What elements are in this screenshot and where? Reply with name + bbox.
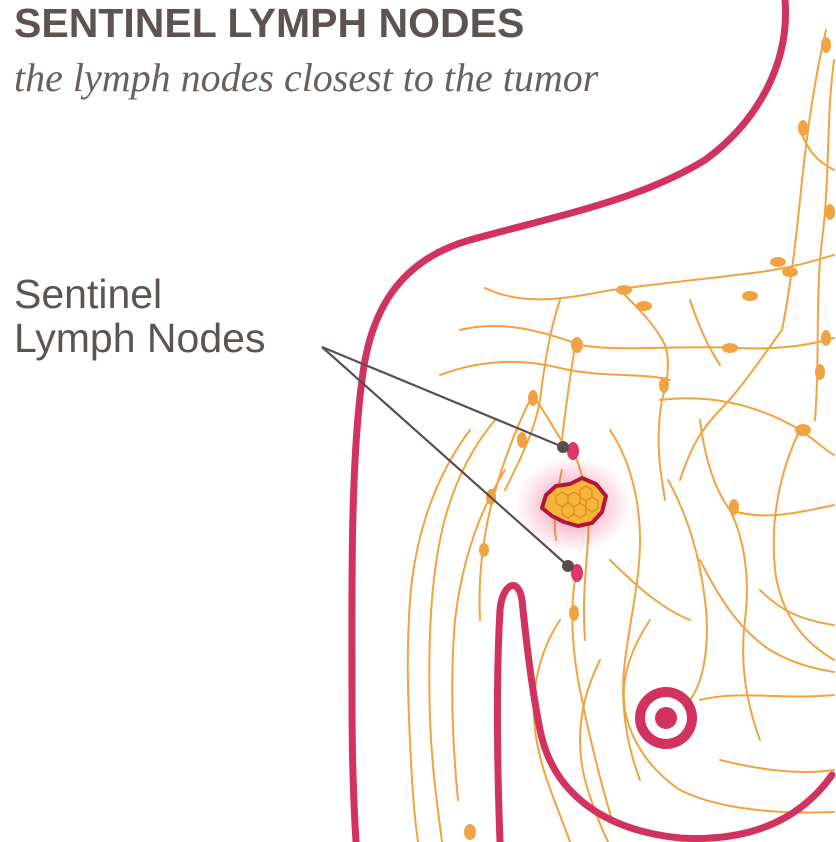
lymph-node: [569, 605, 579, 621]
pointer-line-upper: [321, 345, 564, 449]
lymph-node: [782, 267, 798, 277]
lymph-node: [821, 37, 831, 53]
lymph-node: [729, 499, 739, 515]
tumor-mass: [540, 476, 608, 528]
lymph-node: [825, 204, 835, 220]
tumor: [515, 457, 631, 553]
lymph-node: [571, 337, 583, 353]
lymph-node: [464, 824, 476, 840]
lymph-node: [616, 285, 632, 295]
page-subtitle: the lymph nodes closest to the tumor: [14, 55, 599, 100]
lymph-node: [528, 390, 538, 406]
pointer-line-lower: [321, 346, 569, 567]
sentinel-callout-label: Sentinel Lymph Nodes: [14, 272, 265, 360]
pointer-dot-upper: [557, 441, 569, 453]
lymph-node: [795, 424, 811, 436]
nipple-icon: [635, 687, 697, 749]
lymph-node: [479, 543, 489, 557]
lymph-nodes: [464, 37, 835, 840]
callout-line-2: Lymph Nodes: [14, 315, 266, 361]
callout-pointers: [321, 345, 574, 572]
shoulder-arm-outline: [348, 0, 790, 842]
body-outline: [348, 0, 836, 842]
sentinel-node-lower: [571, 564, 583, 582]
pointer-dot-lower: [562, 560, 574, 572]
lymph-node: [770, 257, 786, 267]
page-title: SENTINEL LYMPH NODES: [14, 0, 525, 46]
lymph-node: [742, 291, 758, 301]
lymph-node: [722, 343, 738, 353]
lymph-node: [821, 330, 831, 346]
breast-outline: [493, 582, 836, 842]
lymph-node: [798, 120, 808, 136]
callout-line-1: Sentinel: [14, 271, 163, 317]
lymph-node: [636, 301, 652, 311]
sentinel-node-upper: [567, 442, 579, 460]
sentinel-nodes: [567, 442, 583, 582]
lymph-vessel-network: [406, 29, 835, 842]
lymph-node: [815, 364, 825, 380]
lymph-node: [659, 377, 669, 393]
lymph-node: [517, 432, 527, 448]
